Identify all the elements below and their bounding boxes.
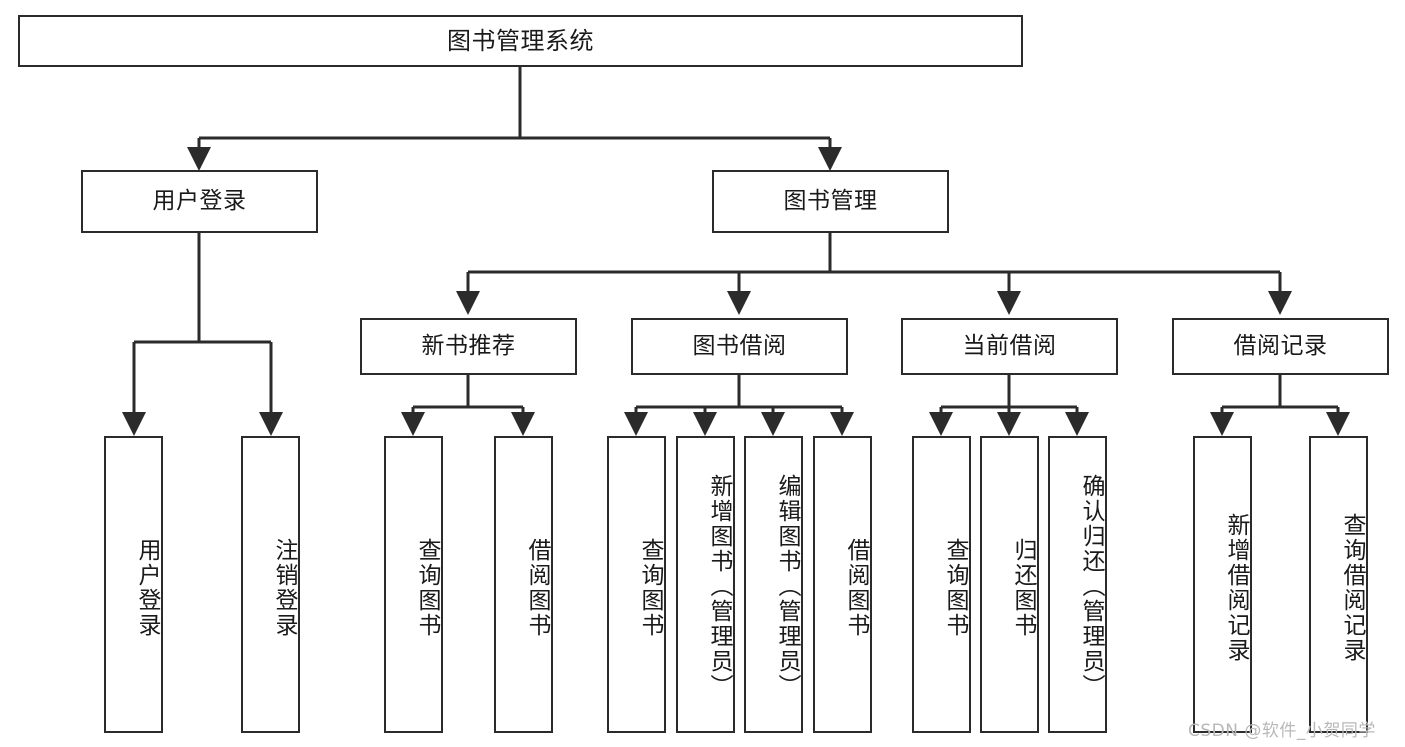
node-label: 查询图书 (414, 537, 440, 638)
node-label: 查询图书 (942, 537, 968, 638)
node-label: 图书借阅 (692, 332, 787, 359)
node-label: 新增借阅记录 (1223, 512, 1249, 663)
node-current-borrow[interactable]: 当前借阅 (901, 318, 1118, 375)
node-new-book-recommend[interactable]: 新书推荐 (360, 318, 577, 375)
leaf-logout[interactable]: 注销登录 (241, 436, 300, 733)
node-label: 查询图书 (637, 537, 663, 638)
node-borrow-record[interactable]: 借阅记录 (1172, 318, 1389, 375)
node-label: 图书管理系统 (447, 26, 594, 55)
leaf-borrow-book-2[interactable]: 借阅图书 (813, 436, 872, 733)
node-book-manage[interactable]: 图书管理 (712, 170, 949, 233)
node-label: 借阅记录 (1233, 332, 1328, 359)
leaf-return-book[interactable]: 归还图书 (980, 436, 1039, 733)
node-label: 编辑图书（管理员） (774, 474, 800, 699)
leaf-user-login[interactable]: 用户登录 (104, 436, 163, 733)
leaf-confirm-return[interactable]: 确认归还（管理员） (1048, 436, 1107, 733)
node-label: 查询借阅记录 (1339, 512, 1365, 663)
node-label: 注销登录 (271, 537, 297, 638)
node-label: 当前借阅 (962, 332, 1057, 359)
node-label: 用户登录 (152, 187, 247, 214)
node-root-system[interactable]: 图书管理系统 (18, 15, 1023, 67)
leaf-query-book-3[interactable]: 查询图书 (912, 436, 971, 733)
node-book-borrow[interactable]: 图书借阅 (631, 318, 848, 375)
leaf-query-book-2[interactable]: 查询图书 (607, 436, 666, 733)
csdn-watermark: CSDN @软件_小贺同学 (1188, 721, 1376, 741)
node-user-login[interactable]: 用户登录 (81, 170, 318, 233)
node-label: 归还图书 (1010, 537, 1036, 638)
node-label: 图书管理 (783, 187, 878, 214)
leaf-add-record[interactable]: 新增借阅记录 (1193, 436, 1252, 733)
node-label: 借阅图书 (524, 537, 550, 638)
leaf-borrow-book-1[interactable]: 借阅图书 (494, 436, 553, 733)
node-label: 新书推荐 (421, 332, 516, 359)
node-label: 确认归还（管理员） (1078, 474, 1104, 699)
leaf-query-book-1[interactable]: 查询图书 (384, 436, 443, 733)
leaf-query-record[interactable]: 查询借阅记录 (1309, 436, 1368, 733)
leaf-edit-book[interactable]: 编辑图书（管理员） (744, 436, 803, 733)
node-label: 新增图书（管理员） (706, 474, 732, 699)
node-label: 用户登录 (134, 537, 160, 638)
node-label: 借阅图书 (843, 537, 869, 638)
leaf-add-book[interactable]: 新增图书（管理员） (676, 436, 735, 733)
